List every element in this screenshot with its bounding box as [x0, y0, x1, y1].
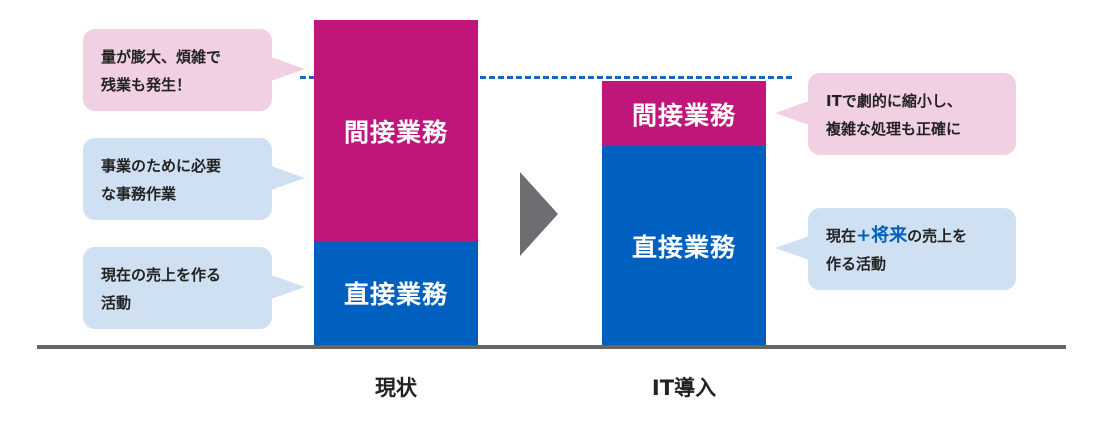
callout-text-pre: 現在: [826, 227, 857, 245]
it-direct-bar: 直接業務: [602, 146, 766, 345]
current-direct-label: 直接業務: [343, 280, 448, 309]
callout-text: 残業も発生！: [101, 76, 192, 94]
it-indirect-label: 間接業務: [631, 100, 736, 130]
callout-text: 現在の売上を作る: [101, 266, 222, 284]
current-direct-bar: 直接業務: [314, 241, 478, 345]
callout-text-post: の売上を: [907, 227, 968, 245]
callout-text: 現在+将来の売上を: [826, 222, 1016, 250]
callout-text: ITで劇的に縮小し、: [826, 92, 962, 110]
callout-it-reduce: ITで劇的に縮小し、 複雑な処理も正確に: [775, 73, 1016, 155]
it-indirect-bar: 間接業務: [602, 81, 766, 146]
callout-text: 複雑な処理も正確に: [826, 120, 962, 138]
current-indirect-label: 間接業務: [343, 117, 448, 147]
reference-dashed-line: [300, 76, 792, 79]
callout-overload: 量が膨大、煩雑で 残業も発生！: [83, 29, 305, 111]
column-label-it: IT導入: [651, 376, 717, 400]
column-label-current: 現状: [375, 376, 417, 400]
baseline: [37, 345, 1066, 349]
callout-future: 現在+将来の売上を 作る活動: [775, 208, 1016, 290]
callout-text: な事務作業: [101, 185, 177, 203]
callout-text: 作る活動: [826, 255, 887, 273]
arrow-right-icon: [520, 172, 558, 256]
callout-indirect-desc: 事業のために必要 な事務作業: [83, 138, 305, 220]
callout-text: 事業のために必要: [101, 157, 222, 175]
callout-direct-desc: 現在の売上を作る 活動: [83, 247, 305, 329]
current-indirect-bar: 間接業務: [314, 20, 478, 241]
it-direct-label: 直接業務: [631, 232, 736, 262]
callout-text: 量が膨大、煩雑で: [101, 48, 222, 66]
callout-text: 活動: [101, 294, 132, 312]
callout-accent: +将来: [856, 225, 908, 246]
